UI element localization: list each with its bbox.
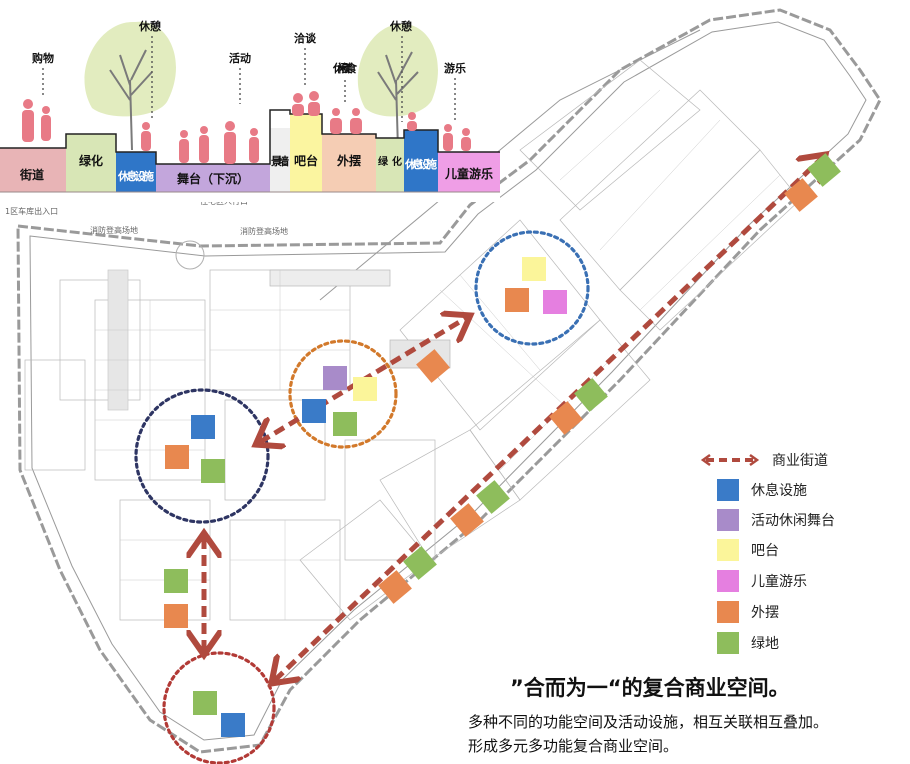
activity-food: 休闲美食 bbox=[332, 61, 358, 75]
section-label-rest-2: 休息设施 bbox=[404, 157, 437, 171]
legend-label-kids: 儿童游乐 bbox=[751, 574, 807, 590]
activity-talk: 洽谈 bbox=[294, 31, 317, 45]
green-swatch bbox=[717, 632, 739, 654]
section-label-kids: 儿童游乐 bbox=[444, 166, 493, 181]
section-zone-bar bbox=[290, 114, 322, 192]
green-square bbox=[403, 546, 437, 580]
street-arrow-icon bbox=[700, 453, 760, 467]
green-square bbox=[193, 691, 217, 715]
people-silhouettes bbox=[22, 91, 471, 164]
section-zone-outdoor bbox=[322, 134, 376, 192]
legend-label-green: 绿地 bbox=[751, 636, 779, 652]
green-square bbox=[574, 378, 608, 412]
section-zone-rest-2 bbox=[404, 130, 438, 192]
facility-squares bbox=[164, 153, 841, 737]
legend-label-outdoor: 外摆 bbox=[751, 605, 779, 621]
outdoor-square bbox=[450, 503, 484, 537]
tree-left bbox=[84, 21, 176, 151]
legend-item-street: 商业街道 bbox=[700, 448, 828, 472]
section-label-bar: 吧台 bbox=[294, 153, 318, 168]
section-label-outdoor: 外摆 bbox=[337, 153, 361, 168]
section-label-rest-1: 休息设施 bbox=[117, 169, 154, 183]
outdoor-square bbox=[784, 178, 818, 212]
outdoor-square bbox=[164, 604, 188, 628]
outdoor-square bbox=[505, 288, 529, 312]
outdoor-square bbox=[549, 401, 583, 435]
legend-item-green: 绿地 bbox=[700, 631, 779, 655]
section-label-stage: 舞台（下沉） bbox=[176, 171, 249, 186]
plan-label-garage-entrance: 1区车库出入口 bbox=[5, 206, 58, 216]
section-zone-wall bbox=[270, 128, 290, 192]
section-zone-green-1 bbox=[66, 134, 116, 192]
activity-rest-2: 休憩 bbox=[389, 19, 412, 33]
section-zone-kids bbox=[438, 152, 500, 192]
green-square bbox=[807, 153, 841, 187]
section-diagram: 街道 绿化 休息设施 舞台（下沉） 景墙 吧台 外摆 绿化 休息设施 儿童游乐 … bbox=[0, 19, 500, 202]
rest-square bbox=[191, 415, 215, 439]
node-circle-red bbox=[162, 651, 276, 764]
rest-square bbox=[221, 713, 245, 737]
green-square bbox=[476, 480, 510, 514]
outdoor-square bbox=[378, 570, 412, 604]
legend-label-stage: 活动休闲舞台 bbox=[751, 513, 835, 529]
activity-play: 游乐 bbox=[444, 61, 466, 75]
node-circle-navy bbox=[134, 388, 270, 524]
outdoor-swatch bbox=[717, 601, 739, 623]
outdoor-square bbox=[416, 349, 450, 383]
section-label-street: 街道 bbox=[19, 167, 44, 182]
kids-swatch bbox=[717, 570, 739, 592]
rest-swatch bbox=[717, 479, 739, 501]
bar-square bbox=[353, 377, 377, 401]
section-zone-rest-1 bbox=[116, 152, 156, 192]
legend-label-street: 商业街道 bbox=[772, 453, 828, 469]
legend-label-bar: 吧台 bbox=[751, 543, 779, 559]
node-circle-blue bbox=[474, 230, 590, 346]
activity-rest-1: 休憩 bbox=[138, 19, 161, 33]
kids-square bbox=[543, 290, 567, 314]
legend-label-rest: 休息设施 bbox=[751, 483, 807, 499]
tree-right bbox=[357, 23, 438, 151]
stage-square bbox=[323, 366, 347, 390]
street-arrow-diagonal bbox=[275, 158, 822, 680]
section-label-wall: 景墙 bbox=[270, 154, 289, 168]
activity-pointers bbox=[42, 36, 456, 122]
bar-square bbox=[522, 257, 546, 281]
section-label-green-1: 绿化 bbox=[79, 153, 103, 168]
green-square bbox=[333, 412, 357, 436]
outdoor-square bbox=[165, 445, 189, 469]
plan-label-fire-access-2: 消防登高场地 bbox=[240, 226, 288, 236]
description-line-2: 形成多元多功能复合商业空间。 bbox=[468, 737, 679, 755]
section-zone-stage bbox=[156, 164, 270, 192]
legend-item-kids: 儿童游乐 bbox=[700, 569, 807, 593]
section-zone-street bbox=[0, 148, 66, 192]
legend-item-bar: 吧台 bbox=[700, 538, 779, 562]
headline: ”合而为一“的复合商业空间。 bbox=[510, 676, 790, 700]
legend-item-stage: 活动休闲舞台 bbox=[700, 508, 835, 532]
green-square bbox=[201, 459, 225, 483]
activity-shopping: 购物 bbox=[32, 51, 54, 65]
green-square bbox=[164, 569, 188, 593]
section-zone-green-2 bbox=[376, 138, 404, 192]
description: 多种不同的功能空间及活动设施，相互关联相互叠加。 形成多元多功能复合商业空间。 bbox=[468, 710, 828, 758]
rest-square bbox=[302, 399, 326, 423]
plan-label-fire-access-1: 消防登高场地 bbox=[90, 225, 138, 235]
section-profile-line bbox=[0, 109, 500, 165]
bar-swatch bbox=[717, 539, 739, 561]
activity-event: 活动 bbox=[229, 51, 251, 65]
legend-item-rest: 休息设施 bbox=[700, 478, 807, 502]
legend-item-outdoor: 外摆 bbox=[700, 600, 779, 624]
description-line-1: 多种不同的功能空间及活动设施，相互关联相互叠加。 bbox=[468, 713, 829, 731]
stage-swatch bbox=[717, 509, 739, 531]
section-label-green-1-char: 绿化 bbox=[79, 153, 103, 168]
roundabout bbox=[175, 240, 205, 270]
